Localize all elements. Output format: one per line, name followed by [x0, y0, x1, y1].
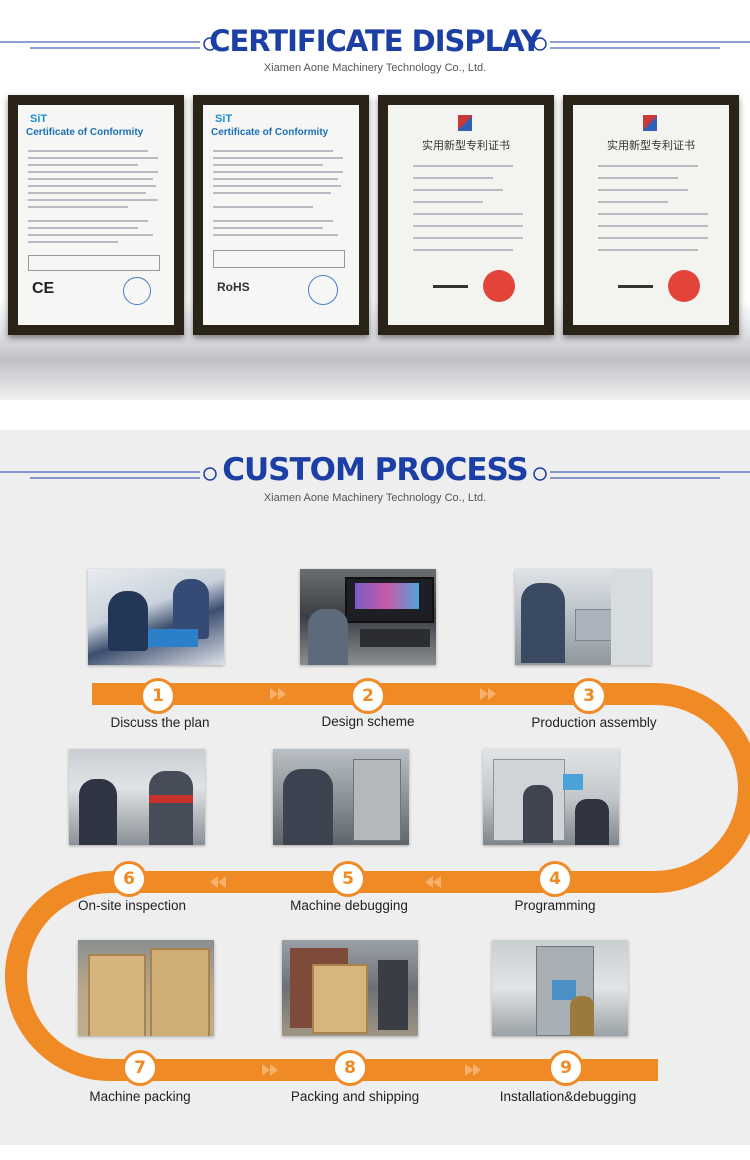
sit-logo: SiT: [215, 113, 233, 125]
step-number-badge: 4: [537, 861, 573, 897]
conformity-table: [28, 255, 160, 271]
arrow-right-icon: [488, 688, 496, 700]
process-subtitle: Xiamen Aone Machinery Technology Co., Lt…: [263, 492, 487, 504]
patent-certificate: 实用新型专利证书: [573, 105, 729, 325]
patent-logo-icon: [458, 115, 472, 131]
step-photo-inspection: [69, 749, 205, 845]
stamp-icon: [308, 275, 338, 305]
step-number-badge: 5: [330, 861, 366, 897]
title-decoration-left: [0, 467, 217, 481]
certificate-heading: Certificate of Conformity: [26, 127, 144, 138]
stamp-icon: [123, 277, 151, 305]
title-decoration-right: [533, 467, 750, 481]
step-photo-debugging: [273, 749, 409, 845]
step-photo-production: [515, 569, 651, 665]
step-label: Programming: [514, 898, 596, 913]
patent-title: 实用新型专利证书: [422, 139, 510, 152]
step-number-badge: 7: [122, 1050, 158, 1086]
signature: [618, 285, 653, 288]
sit-logo: SiT: [30, 113, 48, 125]
certificate-rohs: SiT Certificate of Conformity RoHS: [203, 105, 359, 325]
step-label: Machine debugging: [290, 898, 408, 913]
step-photo-shipping: [282, 940, 418, 1036]
arrow-right-icon: [270, 688, 278, 700]
certificate-frame-ce: SiT Certificate of Conformity CE: [8, 95, 184, 335]
step-photo-installation: [492, 940, 628, 1036]
certificate-subtitle: Xiamen Aone Machinery Technology Co., Lt…: [263, 62, 487, 74]
step-photo-discuss: [88, 569, 224, 665]
certificate-frame-rohs: SiT Certificate of Conformity RoHS: [193, 95, 369, 335]
signature: [433, 285, 468, 288]
certificate-ce: SiT Certificate of Conformity CE: [18, 105, 174, 325]
step-photo-packing: [78, 940, 214, 1036]
patent-logo-icon: [643, 115, 657, 131]
step-number-badge: 2: [350, 678, 386, 714]
arrow-left-icon: [433, 876, 441, 888]
process-title: CUSTOM PROCESS: [222, 452, 529, 488]
step-number-badge: 6: [111, 861, 147, 897]
arrow-right-icon: [262, 1064, 270, 1076]
step-photo-design: [300, 569, 436, 665]
step-label: Machine packing: [89, 1089, 191, 1104]
red-seal-icon: [668, 270, 700, 302]
arrow-left-icon: [218, 876, 226, 888]
step-label: Packing and shipping: [290, 1089, 420, 1104]
step-label: On-site inspection: [77, 898, 187, 913]
arrow-right-icon: [278, 688, 286, 700]
certificate-title: CERTIFICATE DISPLAY: [209, 24, 542, 58]
process-flow-path: [5, 683, 750, 1081]
step-label: Production assembly: [531, 715, 657, 730]
step-number-badge: 9: [548, 1050, 584, 1086]
arrow-right-icon: [465, 1064, 473, 1076]
certificate-frame-patent-2: 实用新型专利证书: [563, 95, 739, 335]
step-number-badge: 8: [332, 1050, 368, 1086]
arrow-left-icon: [425, 876, 433, 888]
ce-mark: CE: [32, 280, 55, 297]
conformity-table: [213, 250, 345, 268]
rohs-mark: RoHS: [217, 280, 250, 294]
certificate-frame-patent-1: 实用新型专利证书: [378, 95, 554, 335]
arrow-left-icon: [210, 876, 218, 888]
step-label: Design scheme: [321, 714, 415, 729]
arrow-right-icon: [270, 1064, 278, 1076]
arrow-right-icon: [473, 1064, 481, 1076]
step-label: Discuss the plan: [110, 715, 210, 730]
certificate-heading: Certificate of Conformity: [211, 127, 329, 138]
patent-title: 实用新型专利证书: [607, 139, 695, 152]
step-number-badge: 3: [571, 678, 607, 714]
title-decoration-left: [0, 37, 217, 51]
title-decoration-right: [533, 37, 750, 51]
arrow-right-icon: [480, 688, 488, 700]
step-label: Installation&debugging: [499, 1089, 637, 1104]
patent-certificate: 实用新型专利证书: [388, 105, 544, 325]
step-photo-programming: [483, 749, 619, 845]
step-number-badge: 1: [140, 678, 176, 714]
red-seal-icon: [483, 270, 515, 302]
